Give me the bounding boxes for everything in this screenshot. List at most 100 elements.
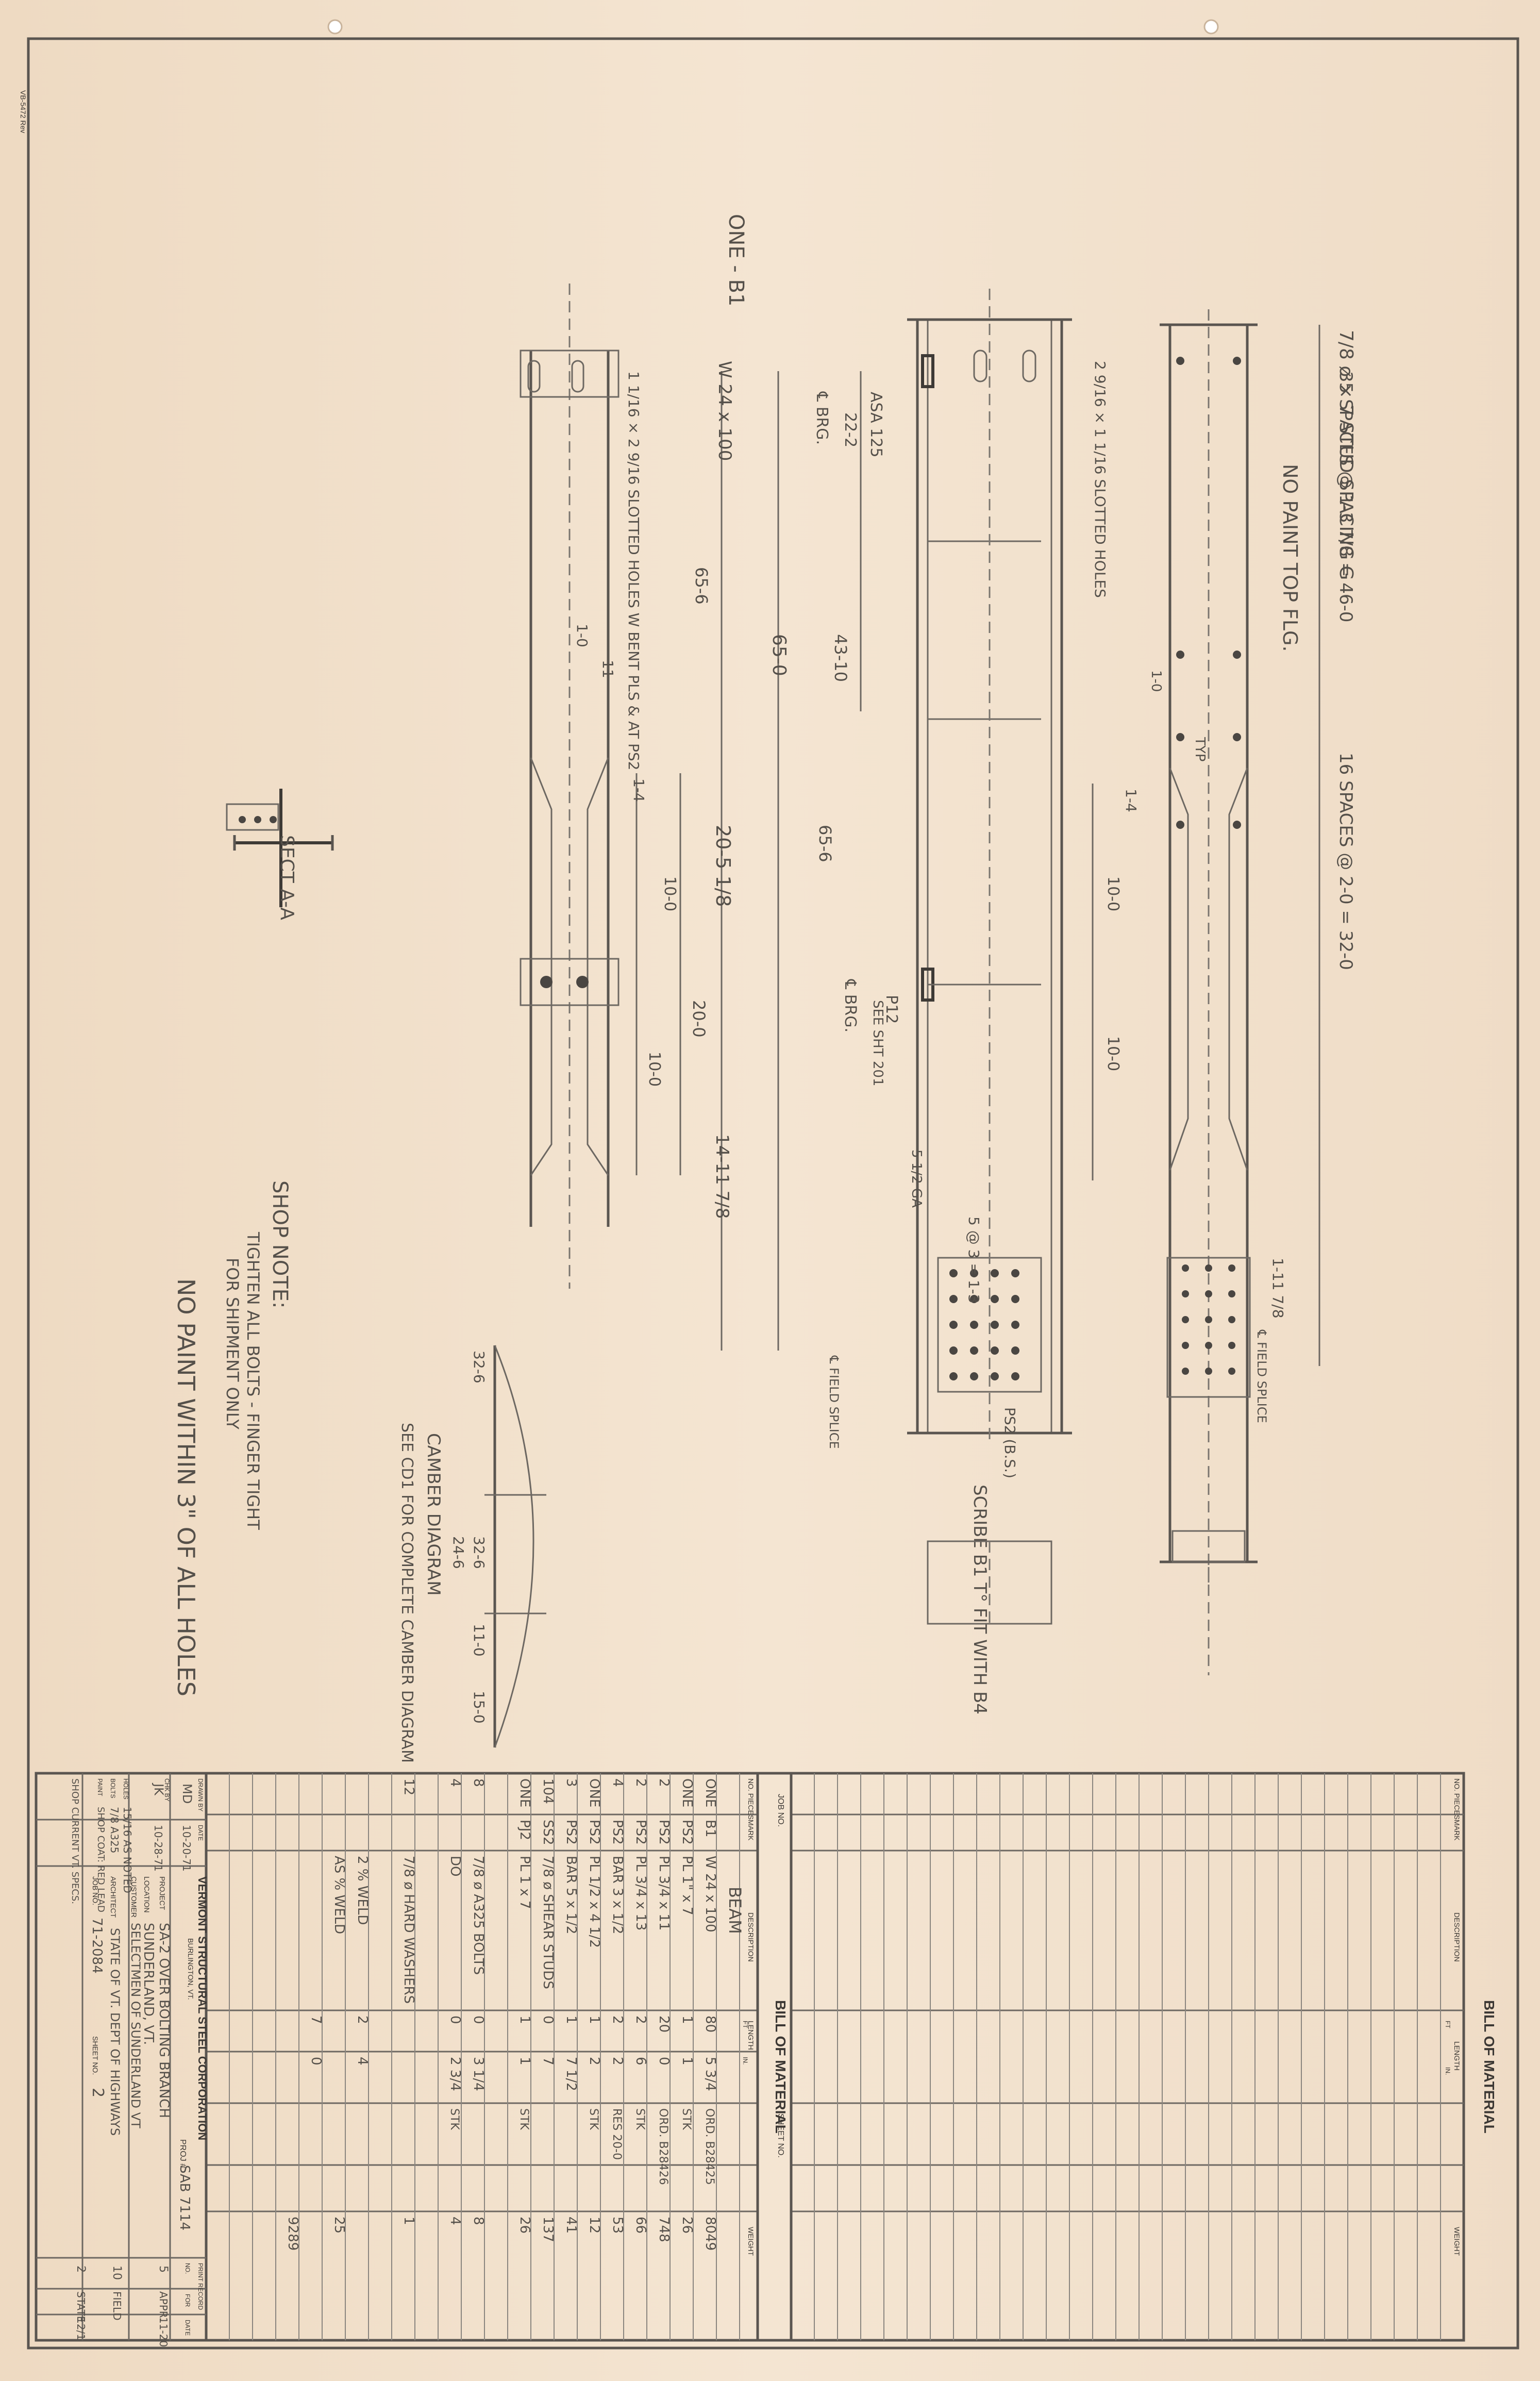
shop-note-title: SHOP NOTE: (268, 1180, 292, 1308)
bolt-spacing-dim: 5 @ 3 = 1-3 (965, 1217, 982, 1303)
date-label: DATE (197, 1825, 204, 1841)
dim-65-0: 65-0 (768, 634, 790, 676)
bom-left-sheet-no: SHEET NO. (776, 2113, 785, 2158)
dim-43-10: 43-10 (831, 634, 850, 682)
location-label: LOCATION (143, 1876, 151, 1913)
architect-label: ARCHITECT (109, 1876, 118, 1918)
svg-text:W 24 x 100: W 24 x 100 (702, 1856, 718, 1933)
company-city: BURLINGTON, VT. (187, 1938, 195, 2000)
table-row: AS % WELD 25 (331, 1856, 347, 2234)
sheet-border (27, 37, 1519, 2350)
dim-1-4-left: 1-4 (630, 778, 647, 802)
field-splice-label-2: ℄ FIELD SPLICE (827, 1355, 841, 1449)
svg-text:DO: DO (447, 1856, 463, 1877)
table-row: ONE PS2 PL 1" x 7 1 1 STK 26 (679, 1778, 695, 2234)
svg-text:7/8 ø A325 BOLTS: 7/8 ø A325 BOLTS (471, 1856, 486, 1975)
table-row: 2 PS2 PL 3/4 x 11 20 0 ORD. B28426 748 (656, 1778, 672, 2242)
camber-dim-2: 32-6 (471, 1536, 488, 1569)
svg-text:STK: STK (680, 2108, 693, 2130)
bom-right-col-length: LENGTH (1453, 2041, 1461, 2071)
svg-text:5 3/4: 5 3/4 (702, 2057, 718, 2091)
dim-20-0: 20-0 (689, 1000, 709, 1038)
pj2-label: P12 (882, 995, 900, 1024)
location-value: SUNDERLAND, VT. (141, 1923, 156, 2045)
bom-right-title: BILL OF MATERIAL (1481, 2000, 1497, 2134)
svg-text:0: 0 (447, 2016, 463, 2024)
field-splice-label: ℄ FIELD SPLICE (1254, 1329, 1269, 1423)
svg-text:12/1: 12/1 (75, 2317, 87, 2340)
print-record-row: 2 STATE 12/1 (74, 2266, 87, 2340)
svg-text:RES 20-0: RES 20-0 (610, 2108, 623, 2160)
svg-text:7 1/2: 7 1/2 (563, 2057, 579, 2091)
bom-right-col-weight: WEIGHT (1453, 2227, 1461, 2256)
camber-dim-1: 32-6 (471, 1351, 488, 1384)
svg-text:53: 53 (610, 2217, 625, 2234)
svg-text:ORD. B28426: ORD. B28426 (657, 2108, 669, 2185)
svg-text:1: 1 (517, 2057, 532, 2066)
sheet-label: SHEET NO. (91, 2036, 99, 2075)
bom-right-col-in: IN. (1444, 2067, 1451, 2075)
shop-note-line-2: FOR SHIPMENT ONLY (223, 1258, 242, 1429)
svg-text:2: 2 (610, 2016, 625, 2024)
table-row: 2 % WELD 2 4 (355, 1856, 370, 2066)
camber-title: CAMBER DIAGRAM (423, 1433, 444, 1596)
svg-text:8: 8 (471, 1778, 486, 1787)
svg-text:137: 137 (540, 2217, 556, 2242)
member-label: ONE - B1 (724, 214, 748, 306)
svg-text:7/8 ø SHEAR STUDS: 7/8 ø SHEAR STUDS (540, 1856, 556, 1989)
bolts-value: 7/8 A325 (108, 1807, 121, 1853)
bill-of-material-right: BILL OF MATERIAL NO. PIECES MARK DESCRIP… (790, 1772, 1497, 2342)
member-size: W 24 x 100 (714, 361, 735, 461)
svg-text:25: 25 (331, 2217, 347, 2234)
slotted-holes-note: 1 1/16 × 2 9/16 SLOTTED HOLES W BENT PLS… (625, 371, 642, 770)
stud-spaces-dim-2: 16 SPACES @ 2-0 = 32-0 (1335, 753, 1356, 970)
svg-text:0: 0 (540, 2016, 556, 2024)
dim-10-0-right-2: 10-0 (1104, 1036, 1122, 1071)
svg-text:2: 2 (74, 2266, 87, 2273)
svg-text:4: 4 (610, 1778, 625, 1787)
table-row: ONE B1 W 24 x 100 80 5 3/4 ORD. B28425 8… (702, 1778, 718, 2251)
table-row: ONE PJ2 PL 1 x 7 1 1 STK 26 (517, 1778, 532, 2234)
svg-text:PJ2: PJ2 (517, 1820, 532, 1840)
cl-brg-label-2: ℄ BRG. (841, 979, 859, 1033)
svg-text:2: 2 (355, 2016, 370, 2024)
project-label: PROJECT (158, 1876, 166, 1910)
architect-value: STATE OF VT. DEPT OF HIGHWAYS (108, 1928, 122, 2136)
dim-10-0-left: 10-0 (661, 876, 679, 911)
svg-text:B1: B1 (702, 1820, 718, 1837)
project-value: SA-2 OVER BOLTING BRANCH (156, 1923, 172, 2118)
stud-spaces-dim-1: 35 SPACES @ 1-3 7/8 = 46-0 (1335, 371, 1356, 622)
table-row: 12 7/8 ø HARD WASHERS 1 (401, 1778, 416, 2225)
svg-text:FIELD: FIELD (111, 2291, 123, 2321)
svg-text:4: 4 (447, 1778, 463, 1787)
chk-by: JK (152, 1783, 166, 1796)
bom-left-col-weight: WEIGHT (747, 2227, 755, 2256)
beam-elevation: ASA 125 ℄ BRG. 22-2 65-0 43-10 65-6 20-5… (712, 289, 1140, 1714)
svg-text:PS2: PS2 (563, 1820, 579, 1845)
svg-text:1: 1 (517, 2016, 532, 2024)
proj-number: SAB 7114 (177, 2165, 192, 2230)
svg-text:41: 41 (563, 2217, 579, 2234)
svg-text:PS2: PS2 (633, 1820, 648, 1845)
svg-text:3: 3 (563, 1778, 579, 1787)
svg-text:PS2: PS2 (656, 1820, 672, 1845)
asa-125-label: ASA 125 (867, 392, 885, 457)
table-row: 2 PS2 PL 3/4 x 13 2 6 STK 66 (633, 1778, 648, 2234)
shop-note-line-1: TIGHTEN ALL BOLTS - FINGER TIGHT (243, 1231, 263, 1530)
web-view: 10-0 10-0 20-0 1-4 65-6 1-0 11 ONE - B1 … (520, 214, 1109, 1289)
svg-text:4: 4 (447, 2217, 463, 2225)
section-a-a: SECT A-A (226, 789, 334, 920)
chk-date: 10-28-71 (152, 1825, 164, 1872)
slotted-holes-note-2: 2 9/16 × 1 1/16 SLOTTED HOLES (1092, 361, 1109, 598)
svg-text:10: 10 (110, 2266, 123, 2280)
svg-text:80: 80 (702, 2016, 718, 2033)
stud-spacing-note: 7/8 ø × 7 STUD SPACING G (1335, 330, 1357, 580)
title-block: VERMONT STRUCTURAL STEEL CORPORATION BUR… (35, 1772, 209, 2347)
splice-bolt-grid (1166, 1257, 1251, 1398)
table-row: ONE PS2 PL 1/2 x 4 1/2 1 2 STK 12 (587, 1778, 602, 2234)
svg-text:PS2: PS2 (679, 1820, 695, 1845)
svg-text:7/8 ø HARD WASHERS: 7/8 ø HARD WASHERS (401, 1856, 416, 2004)
table-row: 7 0 (308, 2016, 324, 2066)
shop-notes: SHOP NOTE: TIGHTEN ALL BOLTS - FINGER TI… (172, 1180, 292, 1696)
